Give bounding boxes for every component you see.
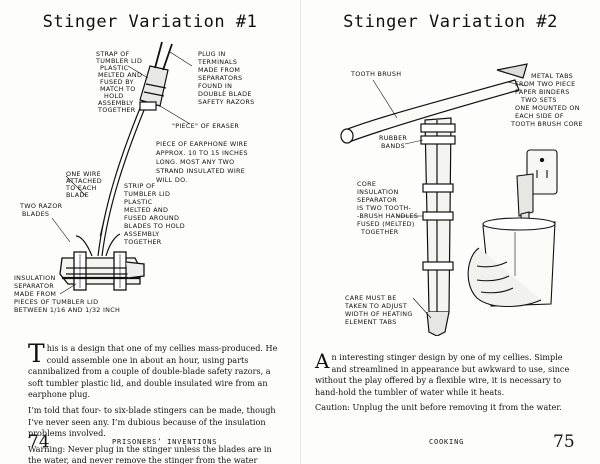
tumbler-with-hand [467, 217, 556, 307]
label-one-wire: ONE WIRE ATTACHED TO EACH BLADE [65, 170, 104, 199]
paragraph: Warning: Never plug in the stinger unles… [28, 443, 272, 464]
label-care: CARE MUST BE TAKEN TO ADJUST WIDTH OF HE… [344, 294, 415, 326]
drop-cap: T [28, 339, 45, 368]
label-plug: PLUG IN TERMINALS MADE FROM SEPARATORS F… [197, 50, 254, 106]
label-razor: TWO RAZOR BLADES [19, 202, 65, 218]
wall-outlet [526, 149, 558, 195]
label-rubber-bands: RUBBER BANDS [379, 134, 410, 150]
earphone-wire [75, 95, 150, 257]
label-toothbrush: TOOTH BRUSH [350, 70, 401, 78]
right-page: Stinger Variation #2 [300, 0, 600, 464]
label-core: CORE INSULATION SEPARATOR IS TWO TOOTH- … [357, 180, 421, 236]
label-insulation: INSULATION SEPARATOR MADE FROM PIECES OF… [14, 274, 120, 314]
page-number: 74 [28, 432, 50, 452]
running-head: PRISONERS’ INVENTIONS [112, 438, 218, 446]
page-number: 75 [553, 432, 575, 452]
stinger-1-illustration: STRAP OF TUMBLER LID PLASTIC MELTED AND … [14, 41, 254, 314]
running-head: COOKING [429, 438, 465, 446]
label-strap: STRAP OF TUMBLER LID PLASTIC MELTED AND … [95, 50, 145, 114]
page-title: Stinger Variation #2 [343, 12, 558, 32]
drop-cap: A [315, 349, 330, 373]
label-earphone: PIECE OF EARPHONE WIRE APPROX. 10 TO 15 … [156, 140, 250, 184]
left-page: Stinger Variation #1 [14, 12, 282, 464]
toothbrush-assembly [340, 63, 528, 336]
plug-assembly [139, 41, 173, 111]
razor-blade-assembly [59, 251, 145, 291]
stinger-2-illustration: TOOTH BRUSH METAL TABS FROM TWO PIECE PA… [340, 63, 583, 336]
paragraph: Caution: Unplug the unit before removing… [315, 402, 562, 413]
label-metal-tabs: METAL TABS FROM TWO PIECE PAPER BINDERS … [510, 72, 583, 128]
page-title: Stinger Variation #1 [42, 12, 258, 32]
paragraph: I’m told that four- to six-blade stinger… [28, 404, 276, 439]
label-strip: STRIP OF TUMBLER LID PLASTIC MELTED AND … [123, 182, 187, 246]
label-eraser: "PIECE" OF ERASER [172, 122, 239, 130]
